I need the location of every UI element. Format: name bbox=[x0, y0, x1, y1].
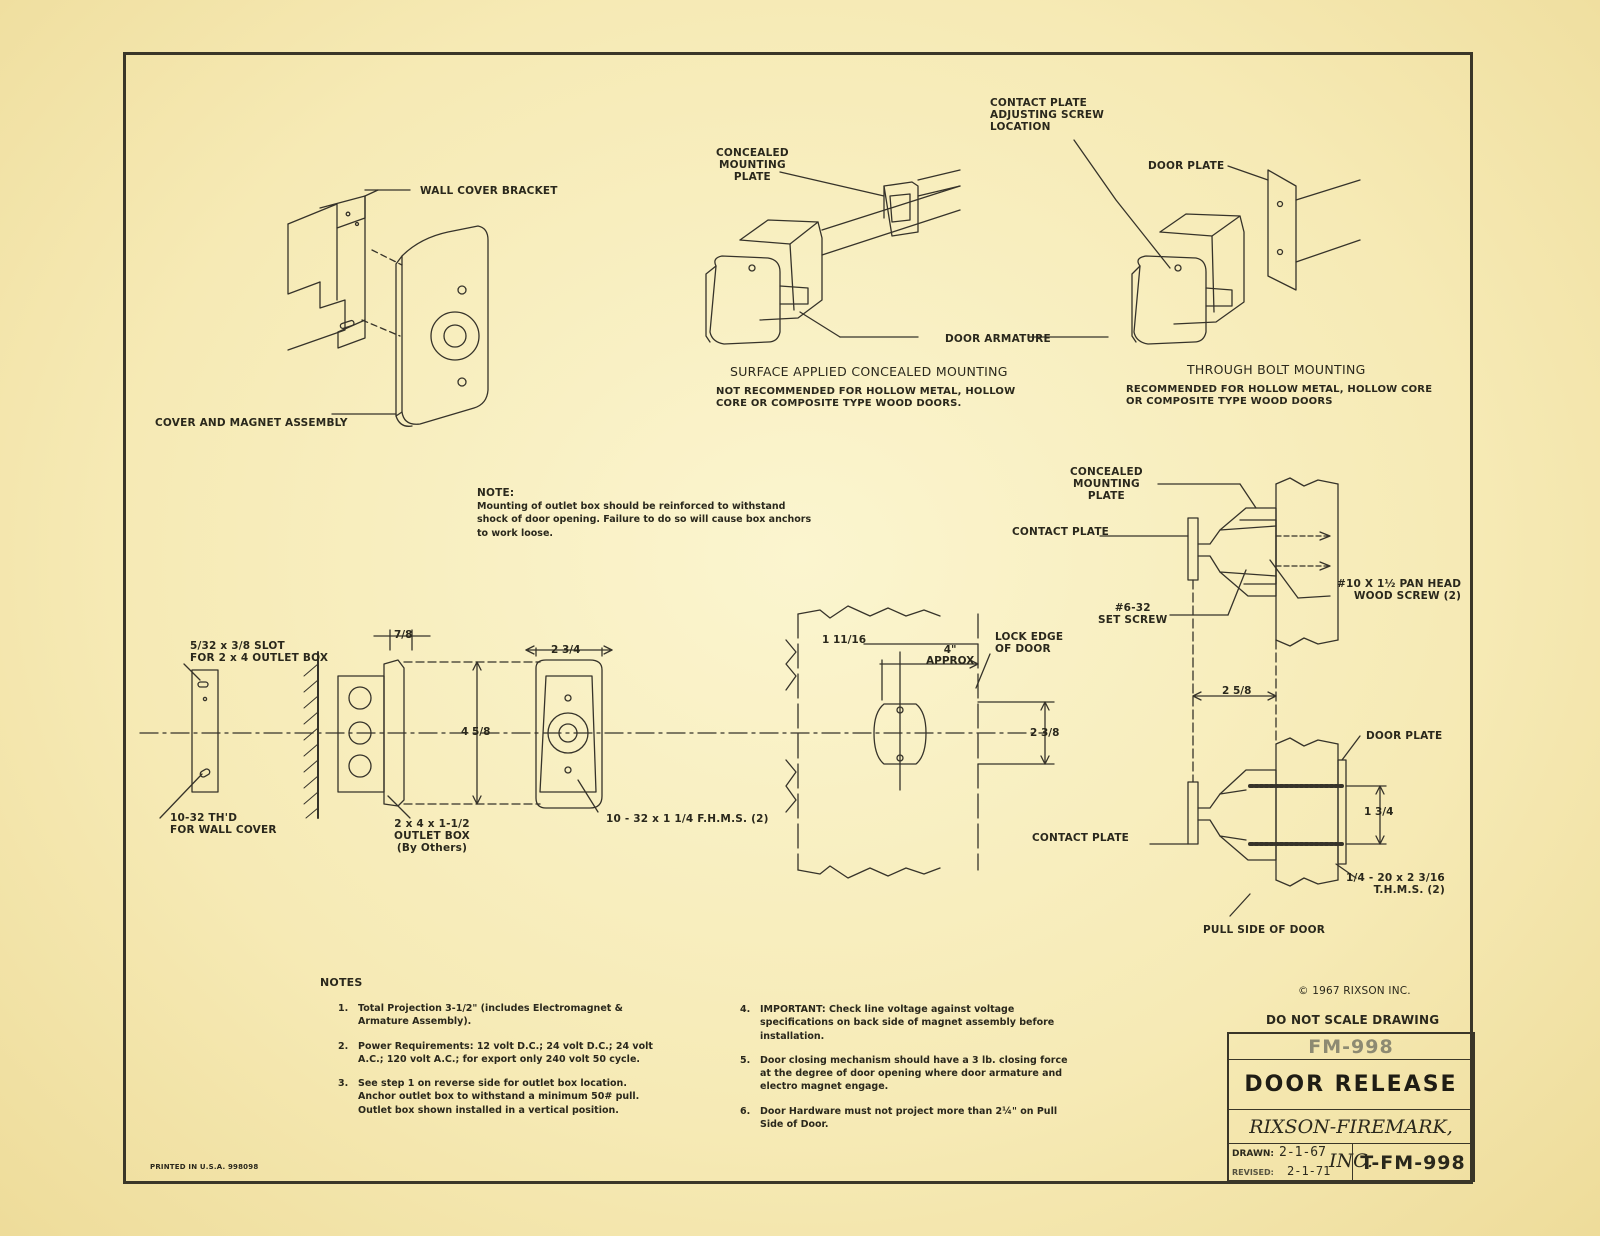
label-contact-plate-side-bottom: CONTACT PLATE bbox=[1032, 832, 1130, 844]
label-door-plate-side: DOOR PLATE bbox=[1366, 730, 1443, 742]
note-item: 6. Door Hardware must not project more t… bbox=[740, 1105, 1068, 1132]
label-outlet-box: 2 x 4 x 1-1/2 OUTLET BOX (By Others) bbox=[394, 818, 470, 855]
note-text: Mounting of outlet box should be reinfor… bbox=[477, 501, 812, 539]
side-section-lower bbox=[1187, 737, 1347, 887]
surface-mounting-illustration bbox=[705, 169, 961, 345]
dim-1-3-4: 1 3/4 bbox=[1364, 806, 1394, 818]
dim-1-11-16: 1 11/16 bbox=[822, 634, 867, 646]
label-fhms: 10 - 32 x 1 1/4 F.H.M.S. (2) bbox=[606, 813, 769, 825]
model-number: FM-998 bbox=[1229, 1034, 1473, 1060]
through-bolt-mounting-illustration bbox=[1131, 169, 1361, 345]
note-number: 5. bbox=[740, 1054, 751, 1066]
caption-surface-sub: NOT RECOMMENDED FOR HOLLOW METAL, HOLLOW… bbox=[716, 386, 1016, 409]
note-item: 4. IMPORTANT: Check line voltage against… bbox=[740, 1003, 1068, 1043]
wall-cover-bracket-illustration bbox=[287, 195, 366, 351]
date-fields: DRAWN: 2-1-67 REVISED: 2-1-71 bbox=[1229, 1144, 1353, 1182]
do-not-scale: DO NOT SCALE DRAWING bbox=[1266, 1013, 1440, 1027]
notes-column-left: 1. Total Projection 3-1/2" (includes Ele… bbox=[338, 1002, 664, 1128]
label-thd: 10-32 TH'D FOR WALL COVER bbox=[170, 812, 277, 837]
cover-front-view bbox=[535, 659, 603, 809]
product-name: DOOR RELEASE bbox=[1229, 1060, 1473, 1110]
note-item: 2. Power Requirements: 12 volt D.C.; 24 … bbox=[338, 1040, 664, 1067]
bracket-front-view bbox=[191, 669, 219, 793]
revised-date: 2-1-71 bbox=[1287, 1164, 1331, 1178]
drawn-date: 2-1-67 bbox=[1279, 1145, 1326, 1160]
label-concealed-mounting-plate-top: CONCEALED MOUNTING PLATE bbox=[716, 147, 789, 184]
caption-through-title: THROUGH BOLT MOUNTING bbox=[1187, 362, 1366, 377]
label-door-plate-top: DOOR PLATE bbox=[1148, 160, 1225, 172]
label-door-armature: DOOR ARMATURE bbox=[945, 333, 1051, 345]
label-pull-side-of-door: PULL SIDE OF DOOR bbox=[1203, 924, 1326, 936]
note-text: Door Hardware must not project more than… bbox=[760, 1105, 1058, 1131]
label-contact-plate-adjusting-screw: CONTACT PLATE ADJUSTING SCREW LOCATION bbox=[990, 97, 1105, 134]
side-section-upper bbox=[1187, 477, 1339, 647]
note-text: IMPORTANT: Check line voltage against vo… bbox=[760, 1004, 1055, 1042]
caption-surface-title: SURFACE APPLIED CONCEALED MOUNTING bbox=[730, 364, 1008, 379]
note-number: 1. bbox=[338, 1003, 349, 1014]
note-number: 3. bbox=[338, 1078, 349, 1090]
dim-2-5-8: 2 5/8 bbox=[1222, 685, 1252, 697]
dim-2-3-8: 2 3/8 bbox=[1030, 727, 1060, 739]
label-concealed-mounting-plate-side: CONCEALED MOUNTING PLATE bbox=[1070, 466, 1143, 503]
label-set-screw: #6-32 SET SCREW bbox=[1098, 602, 1168, 627]
cover-and-magnet-illustration bbox=[395, 225, 489, 427]
note-number: 2. bbox=[338, 1040, 349, 1052]
label-thms: 1/4 - 20 x 2 3/16 T.H.M.S. (2) bbox=[1346, 872, 1445, 897]
company-name: RIXSON-FIREMARK, INC. bbox=[1229, 1110, 1473, 1172]
drawing-border bbox=[123, 52, 1473, 1184]
note-heading: NOTE: bbox=[477, 487, 515, 499]
dim-2-3-4: 2 3/4 bbox=[551, 644, 581, 656]
label-cover-magnet-assembly: COVER AND MAGNET ASSEMBLY bbox=[155, 417, 348, 429]
outlet-box-side-view bbox=[303, 651, 405, 819]
label-wall-cover-bracket: WALL COVER BRACKET bbox=[420, 185, 558, 197]
title-block: FM-998 DOOR RELEASE RIXSON-FIREMARK, INC… bbox=[1227, 1032, 1475, 1182]
notes-column-right: 4. IMPORTANT: Check line voltage against… bbox=[740, 1003, 1068, 1142]
copyright-notice: © 1967 RIXSON INC. bbox=[1298, 985, 1411, 997]
note-text: See step 1 on reverse side for outlet bo… bbox=[358, 1078, 640, 1116]
label-pan-head-screw: #10 X 1½ PAN HEAD WOOD SCREW (2) bbox=[1337, 578, 1462, 603]
dim-4-5-8: 4 5/8 bbox=[461, 726, 491, 738]
dim-7-8: 7/8 bbox=[394, 629, 413, 641]
note-text: Total Projection 3-1/2" (includes Electr… bbox=[358, 1003, 623, 1028]
printed-notice: PRINTED IN U.S.A. 998098 bbox=[150, 1163, 259, 1171]
note-number: 6. bbox=[740, 1105, 751, 1117]
note-number: 4. bbox=[740, 1004, 751, 1015]
notes-heading: NOTES bbox=[320, 976, 363, 989]
note-text: Power Requirements: 12 volt D.C.; 24 vol… bbox=[358, 1040, 653, 1065]
note-item: 3. See step 1 on reverse side for outlet… bbox=[338, 1077, 664, 1117]
note-text: Door closing mechanism should have a 3 l… bbox=[760, 1054, 1068, 1093]
label-lock-edge: LOCK EDGE OF DOOR bbox=[995, 631, 1064, 656]
door-elevation-view bbox=[785, 605, 1055, 879]
dim-4-approx: 4" APPROX bbox=[926, 644, 975, 668]
note-item: 1. Total Projection 3-1/2" (includes Ele… bbox=[338, 1002, 664, 1029]
label-contact-plate-side-top: CONTACT PLATE bbox=[1012, 526, 1110, 538]
note-item: 5. Door closing mechanism should have a … bbox=[740, 1054, 1068, 1094]
drawn-label: DRAWN: bbox=[1232, 1149, 1275, 1159]
label-slot: 5/32 x 3/8 SLOT FOR 2 x 4 OUTLET BOX bbox=[190, 640, 329, 665]
drawing-number: T-FM-998 bbox=[1360, 1152, 1466, 1174]
caption-through-sub: RECOMMENDED FOR HOLLOW METAL, HOLLOW COR… bbox=[1126, 384, 1433, 407]
revised-label: REVISED: bbox=[1232, 1168, 1274, 1177]
